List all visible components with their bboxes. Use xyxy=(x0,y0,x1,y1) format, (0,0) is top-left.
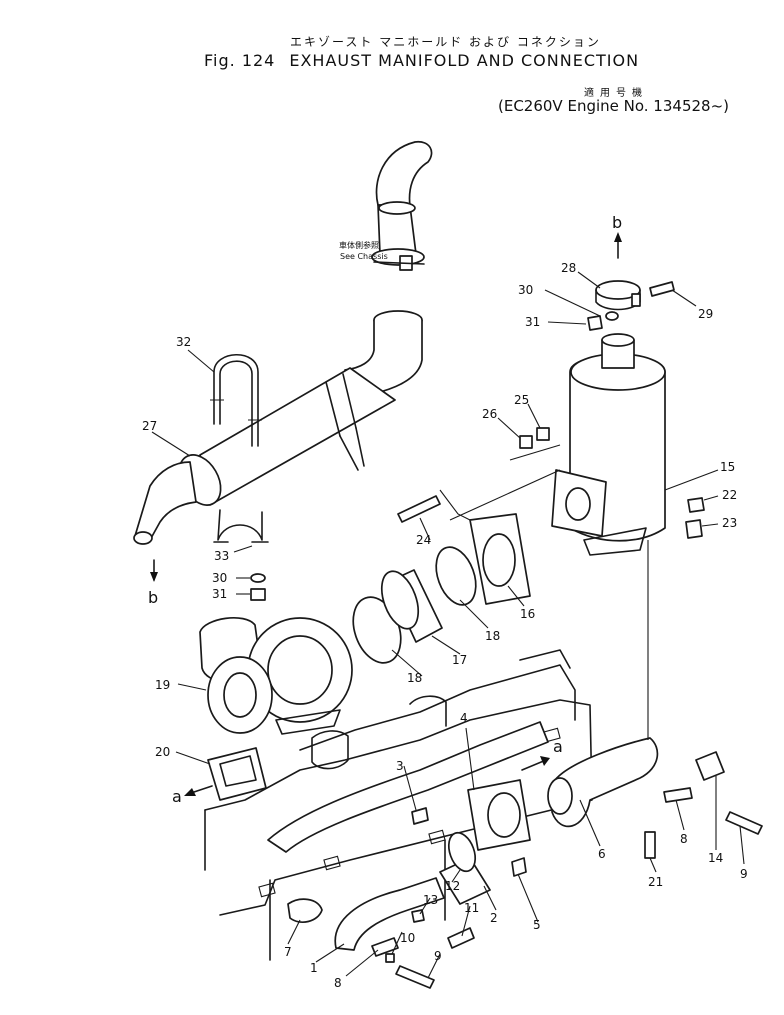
silencer-15 xyxy=(551,333,666,556)
bolt-11 xyxy=(447,927,475,949)
callout-5: 5 xyxy=(533,918,541,932)
spacer-23 xyxy=(685,519,703,539)
washer-10 xyxy=(385,953,395,963)
callout-9-right: 9 xyxy=(740,867,748,881)
gasket-20-port xyxy=(219,755,257,787)
callout-4: 4 xyxy=(460,711,468,725)
gasket-20 xyxy=(207,747,267,801)
bolt-3 xyxy=(411,807,429,825)
see-chassis-note-jp: 車体側参照 xyxy=(339,240,379,250)
callout-22: 22 xyxy=(722,488,737,502)
muffler-27 xyxy=(133,367,396,545)
callout-31-left: 31 xyxy=(212,587,227,601)
seal-ring-12 xyxy=(447,831,477,873)
callout-24: 24 xyxy=(416,533,431,547)
callout-33: 33 xyxy=(214,549,229,563)
figure-title-text: EXHAUST MANIFOLD AND CONNECTION xyxy=(289,51,640,70)
bolt-9-right xyxy=(725,811,763,835)
leader-24 xyxy=(439,489,471,521)
callout-1: 1 xyxy=(310,961,318,975)
callout-2: 2 xyxy=(490,911,498,925)
callout-8-right: 8 xyxy=(680,832,688,846)
callout-12: 12 xyxy=(445,879,460,893)
callout-10: 10 xyxy=(400,931,415,945)
nut-26 xyxy=(519,435,533,449)
bracket-14 xyxy=(695,751,725,781)
callout-labels: 32 27 33 30 31 28 30 31 29 25 26 15 22 2… xyxy=(142,213,748,990)
callout-18-right: 18 xyxy=(485,629,500,643)
ref-label-b-left: b xyxy=(148,588,158,607)
callout-16: 16 xyxy=(520,607,535,621)
ref-label-a-right: a xyxy=(553,737,563,756)
stud-5 xyxy=(511,857,527,877)
callout-29: 29 xyxy=(698,307,713,321)
engine-cylinder-head xyxy=(204,649,593,961)
exhaust-manifold xyxy=(267,721,659,951)
applicability-note: (EC260V Engine No. 134528~) xyxy=(498,97,729,115)
callout-23: 23 xyxy=(722,516,737,530)
callout-32: 32 xyxy=(176,335,191,349)
bolt-29 xyxy=(649,281,675,297)
alignment-line-flange xyxy=(449,469,561,521)
callout-26: 26 xyxy=(482,407,497,421)
callout-30-left: 30 xyxy=(212,571,227,585)
callout-6: 6 xyxy=(598,847,606,861)
callout-7: 7 xyxy=(284,945,292,959)
callout-31-right: 31 xyxy=(525,315,540,329)
bolt-9-left xyxy=(395,965,435,989)
see-chassis-note: See Chassis xyxy=(340,252,388,261)
washer-30-right xyxy=(605,311,619,321)
ref-label-b-top: b xyxy=(612,213,622,232)
stack-pipe xyxy=(371,141,433,271)
seal-ring-18-right xyxy=(435,546,477,606)
leader-lines xyxy=(151,271,745,979)
figure-number: Fig. 124 xyxy=(204,51,276,70)
callout-11: 11 xyxy=(464,901,479,915)
plate-8-right xyxy=(663,787,693,803)
callout-13: 13 xyxy=(423,893,438,907)
nut-13 xyxy=(411,909,425,923)
callout-9-left: 9 xyxy=(434,949,442,963)
ref-arrow-b-left xyxy=(150,559,158,582)
ref-arrow-a-right xyxy=(521,756,550,771)
callout-30-right: 30 xyxy=(518,283,533,297)
gasket-7 xyxy=(287,898,323,923)
ref-arrow-a-left xyxy=(184,785,213,796)
callout-8-left: 8 xyxy=(334,976,342,990)
nut-25 xyxy=(536,427,550,441)
figure-title: Fig. 124 EXHAUST MANIFOLD AND CONNECTION xyxy=(204,51,639,70)
washer-30-left xyxy=(250,573,266,583)
bolt-24 xyxy=(397,495,441,523)
flange-16-bore xyxy=(482,533,516,587)
bellows-17-end xyxy=(380,570,420,630)
bolt-21 xyxy=(644,831,656,859)
callout-27: 27 xyxy=(142,419,157,433)
nut-22 xyxy=(687,497,705,513)
callout-19: 19 xyxy=(155,678,170,692)
outlet-elbow-6 xyxy=(551,737,659,828)
u-bolt-32 xyxy=(210,353,262,447)
callout-21: 21 xyxy=(648,875,663,889)
callout-15: 15 xyxy=(720,460,735,474)
leader-26 xyxy=(509,444,561,461)
callout-18-left: 18 xyxy=(407,671,422,685)
clamp-28 xyxy=(595,280,641,311)
nut-31-left xyxy=(250,588,266,601)
callout-20: 20 xyxy=(155,745,170,759)
callout-14: 14 xyxy=(708,851,723,865)
turbocharger-19 xyxy=(199,617,353,735)
callout-3: 3 xyxy=(396,759,404,773)
nut-31-right xyxy=(587,315,603,331)
applicability-japanese: 適用号機 xyxy=(584,88,648,99)
ref-arrow-b-top xyxy=(614,232,622,259)
ref-label-a-left: a xyxy=(172,787,182,806)
callout-25: 25 xyxy=(514,393,529,407)
japanese-title: エキゾースト マニホールド および コネクション xyxy=(290,35,601,49)
callout-28: 28 xyxy=(561,261,576,275)
front-manifold-1 xyxy=(334,877,445,951)
callout-17: 17 xyxy=(452,653,467,667)
clamp-33 xyxy=(213,509,269,543)
